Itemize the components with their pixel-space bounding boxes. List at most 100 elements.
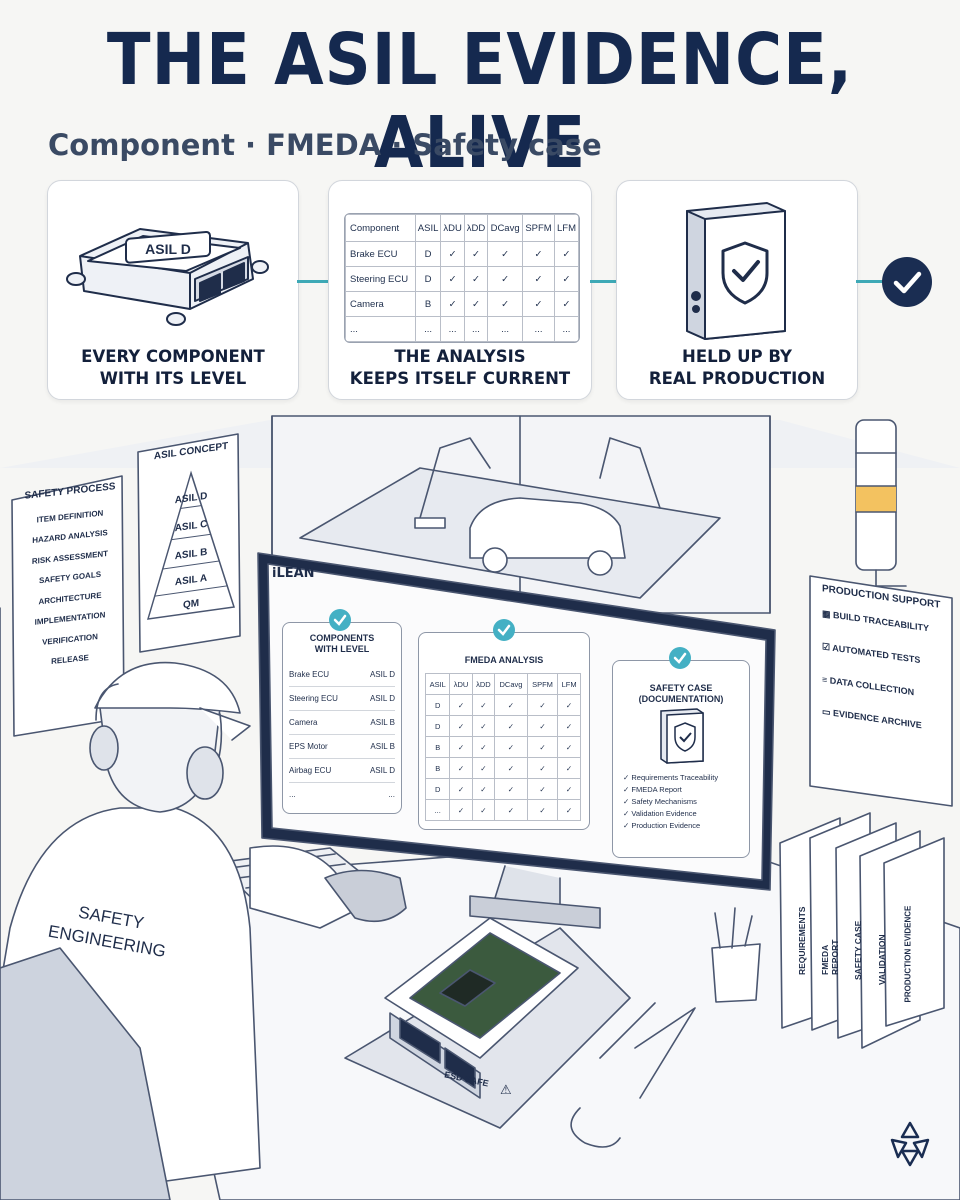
table-cell: ... (554, 316, 579, 342)
table-row: B ✓ ✓ ✓ ✓ ✓ (424, 736, 581, 758)
table-cell: ✓ (526, 778, 559, 800)
table-cell: ✓ (557, 694, 581, 716)
table-cell: ✓ (449, 757, 473, 779)
table-header-cell: λDD (463, 214, 489, 242)
production-support-list: PRODUCTION SUPPORT ▦ BUILD TRACEABILITY … (822, 583, 946, 734)
table-cell: ✓ (449, 736, 473, 758)
folder-icon: ▭ (822, 706, 831, 718)
component-name: Camera (289, 718, 318, 727)
table-cell: ✓ (494, 799, 528, 821)
card-analysis-caption: THE ANALYSIS KEEPS ITSELF CURRENT (329, 346, 591, 390)
table-cell: ✓ (471, 757, 496, 779)
table-header-cell: Component (345, 214, 416, 242)
binder-label: VALIDATION (877, 934, 887, 985)
table-cell: ✓ (487, 291, 524, 317)
list-item[interactable]: Camera ASIL B (289, 711, 395, 735)
table-cell: D (414, 241, 442, 267)
table-header-cell: SPFM (522, 214, 555, 242)
table-header-row: Component ASIL λDU λDD DCavg SPFM LFM (345, 214, 579, 242)
card-production: HELD UP BY REAL PRODUCTION (616, 180, 858, 400)
table-cell: D (424, 694, 451, 716)
table-cell: ✓ (449, 694, 473, 716)
safety-case-item: Production Evidence (631, 821, 701, 830)
table-cell: ✓ (471, 778, 496, 800)
component-name: ... (289, 790, 296, 799)
table-row: Steering ECU D ✓ ✓ ✓ ✓ ✓ (345, 266, 579, 292)
table-cell: D (424, 715, 451, 737)
caption-line: THE ANALYSIS (394, 347, 526, 366)
components-title: COMPONENTS WITH LEVEL (283, 633, 401, 655)
panel-check-icon (329, 609, 351, 631)
binder-label: PRODUCTION EVIDENCE (903, 905, 913, 1003)
glove (324, 869, 407, 923)
title-line: WITH LEVEL (314, 644, 370, 654)
table-cell: ✓ (463, 266, 489, 292)
pen-cup (711, 943, 761, 1003)
caption-line: KEEPS ITSELF CURRENT (349, 369, 571, 388)
connector-line (297, 280, 329, 283)
factory-icon: ▦ (822, 608, 831, 620)
table-cell: B (414, 291, 442, 317)
fmeda-table: ASIL λDU λDD DCavg SPFM LFM D ✓ ✓ ✓ ✓ ✓ … (424, 673, 581, 821)
table-cell: ✓ (526, 736, 559, 758)
table-row: D ✓ ✓ ✓ ✓ ✓ (424, 694, 581, 716)
table-cell: ✓ (526, 715, 559, 737)
table-cell: ✓ (557, 799, 581, 821)
table-header-cell: λDU (449, 673, 473, 695)
table-cell: ✓ (494, 715, 528, 737)
table-cell: ✓ (557, 757, 581, 779)
support-item-label: AUTOMATED TESTS (832, 642, 921, 666)
table-header-cell: ASIL (424, 673, 451, 695)
checklist-icon: ☑ (822, 641, 831, 653)
connector-line (856, 280, 883, 283)
table-cell: ✓ (526, 757, 559, 779)
component-level: ASIL B (370, 718, 395, 727)
list-item[interactable]: Airbag ECU ASIL D (289, 759, 395, 783)
table-cell: ✓ (487, 266, 524, 292)
table-cell: ✓ (471, 694, 496, 716)
table-cell: ✓ (494, 778, 528, 800)
table-header-cell: ASIL (414, 214, 442, 242)
table-cell: ... (424, 799, 451, 821)
safety-case-binder-icon (660, 708, 704, 764)
table-cell: ✓ (557, 778, 581, 800)
page-subtitle: Component · FMEDA · Safety case (48, 128, 602, 162)
table-cell: ✓ (554, 291, 579, 317)
safety-case-item: FMEDA Report (631, 785, 682, 794)
table-cell: ✓ (449, 715, 473, 737)
list-item: ✓ Safety Mechanisms (623, 797, 697, 806)
app-name: iLEAN (272, 566, 315, 581)
fmeda-panel: FMEDA ANALYSIS ASIL λDU λDD DCavg SPFM L… (418, 619, 590, 830)
table-header-row: ASIL λDU λDD DCavg SPFM LFM (424, 673, 581, 695)
component-level: ... (388, 790, 395, 799)
table-header-cell: LFM (554, 214, 579, 242)
card-analysis: Component ASIL λDU λDD DCavg SPFM LFM Br… (328, 180, 592, 400)
component-name: Steering ECU (289, 694, 338, 703)
component-name: Airbag ECU (289, 766, 332, 775)
table-cell: ✓ (440, 266, 465, 292)
safety-case-list: ✓ Requirements Traceability ✓ FMEDA Repo… (613, 772, 749, 832)
table-cell: ✓ (463, 291, 489, 317)
caption-line: REAL PRODUCTION (648, 369, 826, 388)
table-cell: ✓ (449, 799, 473, 821)
safety-case-item: Requirements Traceability (631, 773, 719, 782)
table-cell: ✓ (487, 241, 524, 267)
engineer-figure (0, 661, 407, 1200)
fmeda-title: FMEDA ANALYSIS (464, 655, 544, 665)
table-row: D ✓ ✓ ✓ ✓ ✓ (424, 715, 581, 737)
title-line: SAFETY CASE (649, 683, 713, 693)
table-row: Brake ECU D ✓ ✓ ✓ ✓ ✓ (345, 241, 579, 267)
table-row: Camera B ✓ ✓ ✓ ✓ ✓ (345, 291, 579, 317)
analysis-table-frame: Component ASIL λDU λDD DCavg SPFM LFM Br… (344, 213, 580, 343)
table-cell: ✓ (526, 694, 559, 716)
component-level: ASIL D (369, 766, 395, 775)
table-cell: ✓ (494, 694, 528, 716)
table-cell: D (414, 266, 442, 292)
list-item: ✓ Requirements Traceability (623, 773, 719, 782)
list-item[interactable]: ...... (289, 783, 395, 806)
ecu-module-illustration: ASIL D (66, 228, 269, 326)
component-name: Brake ECU (289, 670, 330, 679)
